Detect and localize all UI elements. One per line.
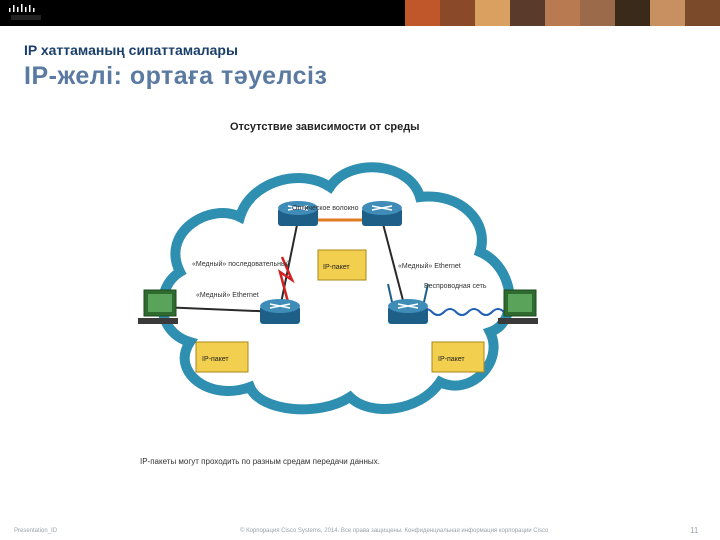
footer-presentation-id: Presentation_ID xyxy=(14,528,58,534)
network-cloud xyxy=(157,162,515,415)
wireless-label: Беспроводная сеть xyxy=(424,283,487,290)
copper-ethernet-left-label: «Медный» Ethernet xyxy=(196,291,259,299)
ip-packet-label: IP-пакет xyxy=(323,264,350,271)
photo xyxy=(685,0,720,26)
serial-link xyxy=(277,256,295,303)
photo xyxy=(615,0,650,26)
slide-subtitle: IP хаттаманың сипаттамалары xyxy=(24,42,238,58)
computer-icon xyxy=(498,289,538,324)
computer-icon xyxy=(138,289,178,324)
fiber-label: Оптическое волокно xyxy=(292,205,359,212)
photo xyxy=(510,0,545,26)
copper-serial-label: «Медный» последовательный xyxy=(192,260,290,268)
page-number: 11 xyxy=(690,526,699,535)
photo xyxy=(545,0,580,26)
ip-packet-label: IP-пакет xyxy=(202,356,229,363)
network-diagram: Отсутствие зависимости от среды xyxy=(138,121,538,466)
router-icon xyxy=(362,201,402,226)
ip-packet-label: IP-пакет xyxy=(438,356,465,363)
copper-ethernet-right-label: «Медный» Ethernet xyxy=(398,262,461,270)
ip-packet: IP-пакет xyxy=(317,249,367,281)
ethernet-link xyxy=(381,219,406,309)
photo xyxy=(650,0,685,26)
diagram-caption: Отсутствие зависимости от среды xyxy=(230,121,420,133)
footer-copyright: © Корпорация Cisco Systems, 2014. Все пр… xyxy=(240,528,549,534)
slide-title: IP-желі: ортаға тәуелсіз xyxy=(24,62,328,90)
wireless-router-icon xyxy=(387,283,429,324)
photo xyxy=(405,0,440,26)
logo-bar xyxy=(0,0,405,26)
diagram-note: IP-пакеты могут проходить по разным сред… xyxy=(140,457,380,466)
wireless-link xyxy=(419,308,517,316)
top-banner xyxy=(0,0,720,26)
photo-strip xyxy=(405,0,720,26)
ip-packet: IP-пакет xyxy=(431,341,485,373)
ethernet-link xyxy=(279,219,299,309)
photo xyxy=(475,0,510,26)
cisco-logo-icon xyxy=(9,4,41,20)
ip-packet: IP-пакет xyxy=(195,341,249,373)
router-icon xyxy=(278,201,318,226)
photo xyxy=(580,0,615,26)
router-icon xyxy=(260,299,300,324)
photo xyxy=(440,0,475,26)
